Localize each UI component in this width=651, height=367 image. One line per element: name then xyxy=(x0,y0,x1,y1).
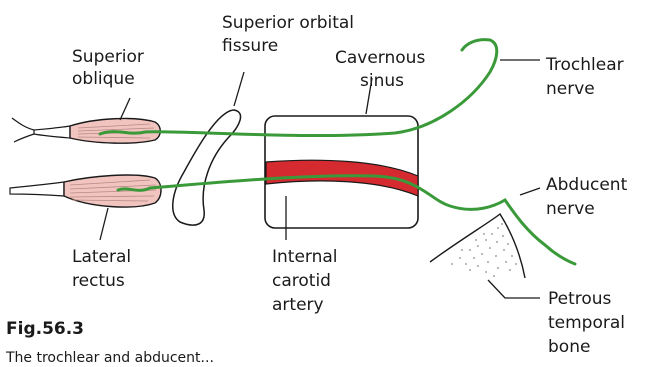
label-abducent-nerve-2: nerve xyxy=(546,199,595,219)
label-petrous-temporal-bone-1: Petrous xyxy=(548,289,612,309)
label-trochlear-nerve-1: Trochlear xyxy=(545,55,624,75)
petrous-temporal-bone xyxy=(430,214,525,278)
label-petrous-temporal-bone-3: bone xyxy=(548,337,590,357)
label-internal-carotid-artery-3: artery xyxy=(272,295,324,315)
figure-caption: The trochlear and abducent... xyxy=(5,350,214,366)
label-lateral-rectus-1: Lateral xyxy=(72,247,131,267)
label-internal-carotid-artery-1: Internal xyxy=(272,247,338,267)
superior-orbital-fissure xyxy=(173,110,241,225)
label-cavernous-sinus-1: Cavernous xyxy=(335,48,425,68)
superior-oblique-muscle xyxy=(12,118,160,143)
label-internal-carotid-artery-2: carotid xyxy=(272,271,331,291)
label-superior-oblique-1: Superior xyxy=(72,47,144,67)
figure-number: Fig.56.3 xyxy=(6,319,84,339)
label-superior-oblique-2: oblique xyxy=(72,69,135,89)
label-lateral-rectus-2: rectus xyxy=(72,271,125,291)
label-superior-orbital-fissure-2: fissure xyxy=(222,36,278,56)
label-abducent-nerve-1: Abducent xyxy=(546,175,628,195)
label-superior-orbital-fissure-1: Superior orbital xyxy=(222,13,354,33)
label-cavernous-sinus-2: sinus xyxy=(360,71,404,91)
label-trochlear-nerve-2: nerve xyxy=(546,79,595,99)
trochlear-nerve xyxy=(100,40,497,136)
label-petrous-temporal-bone-2: temporal xyxy=(548,313,625,333)
